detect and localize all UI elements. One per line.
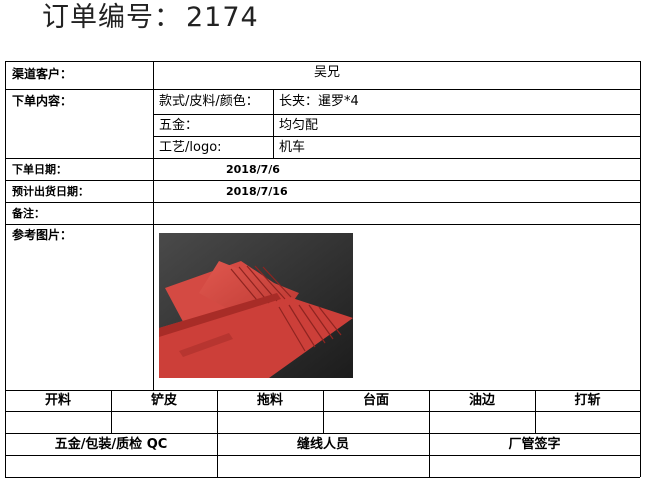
signoff-qc: 五金/包装/质检 QC [54,437,168,452]
row-divider [5,180,640,181]
col-divider [217,390,218,477]
col-divider [273,89,274,158]
step-cutting: 开料 [44,393,71,408]
step-punching: 打斩 [574,393,601,408]
style-label: 款式/皮料/颜色： [159,94,259,109]
row-divider [5,89,640,90]
col-divider [535,390,536,433]
step-skiving: 铲皮 [150,393,177,408]
craft-label: 工艺/logo: [159,140,222,155]
row-divider [5,411,640,412]
table-border-right [640,61,641,477]
col-divider [429,390,430,477]
row-divider [5,455,640,456]
col-divider [323,390,324,433]
craft-value: 机车 [279,140,306,155]
order-title: 订单编号：2174 [42,0,259,40]
row-divider [5,433,640,434]
step-bench: 台面 [362,393,389,408]
order-date-label: 下单日期： [12,163,67,176]
order-title-label: 订单编号： [42,2,182,33]
ship-date-label: 预计出货日期： [12,185,89,198]
hardware-label: 五金： [159,118,199,133]
col-divider [111,390,112,433]
row-divider [5,158,640,159]
row-divider [5,224,640,225]
channel-customer-value: 吴兄 [313,65,340,80]
signoff-stitching: 缝线人员 [296,437,349,452]
order-content-label: 下单内容： [12,94,73,108]
col-divider [153,61,154,390]
hardware-value: 均匀配 [279,118,319,133]
step-dragging: 拖料 [256,393,283,408]
order-date-value: 2018/7/6 [226,163,280,176]
row-divider [5,390,640,391]
signoff-factory-manager: 厂管签字 [508,437,561,452]
order-number: 2174 [186,2,259,33]
ship-date-value: 2018/7/16 [226,185,288,198]
row-divider [153,114,640,115]
channel-customer-label: 渠道客户： [12,67,73,81]
table-border-top [5,61,640,62]
table-border-left [5,61,6,477]
step-edge-oil: 油边 [468,393,495,408]
row-divider [153,136,640,137]
style-value: 长夹：暹罗*4 [279,94,359,109]
table-border-bottom [5,477,640,478]
row-divider [5,202,640,203]
remarks-label: 备注： [12,207,45,220]
reference-photo [159,233,353,378]
reference-label: 参考图片： [12,228,73,242]
